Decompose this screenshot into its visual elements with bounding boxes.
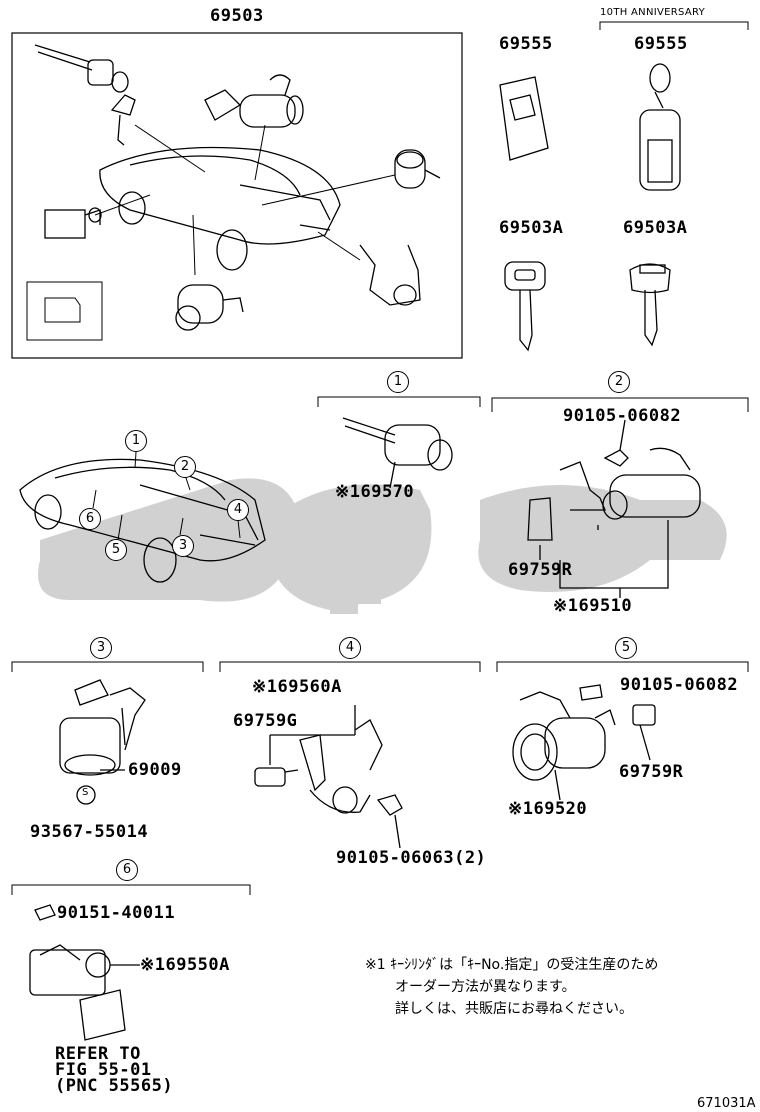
note-line-2: オーダー方法が異なります。 <box>395 979 576 995</box>
part-number-69759G: 69759G <box>233 711 298 731</box>
note-line-3: 詳しくは、共販店にお尋ねください。 <box>395 1001 633 1017</box>
part-number-69503A-a: 69503A <box>499 218 564 238</box>
part-number-69520: ※169520 <box>508 799 588 819</box>
part-number-69759R-a: 69759R <box>508 560 573 580</box>
part-number-69555-b: 69555 <box>634 34 688 54</box>
figure-id: 671031A <box>697 1096 756 1111</box>
part-number-90105-06082-a: 90105-06082 <box>563 406 682 426</box>
refer-line-3: (PNC 55565) <box>55 1076 174 1096</box>
part-number-69503A-b: 69503A <box>623 218 688 238</box>
callout-6-car: 6 <box>79 508 101 530</box>
callout-5-car: 5 <box>105 539 127 561</box>
callout-2-car: 2 <box>174 456 196 478</box>
callout-1-car: 1 <box>125 430 147 452</box>
box-69503 <box>11 32 463 359</box>
box-refer-inset <box>26 281 103 341</box>
part-number-69555-a: 69555 <box>499 34 553 54</box>
part-number-69503: 69503 <box>210 6 264 26</box>
section-6-header: 6 <box>116 859 138 881</box>
part-number-69759R-b: 69759R <box>619 762 684 782</box>
anniversary-label: 10TH ANNIVERSARY <box>600 7 705 18</box>
section-4-header: 4 <box>339 637 361 659</box>
refer-line-1: REFER TO <box>55 1044 141 1064</box>
part-number-69570: ※169570 <box>335 482 415 502</box>
part-number-90105-06082-b: 90105-06082 <box>620 675 739 695</box>
section-5-header: 5 <box>615 637 637 659</box>
section-2-header: 2 <box>608 371 630 393</box>
refer-line-2: FIG 55-01 <box>55 1060 152 1080</box>
part-number-69550A: ※169550A <box>140 955 230 975</box>
section-1-header: 1 <box>387 371 409 393</box>
s-mark: S <box>82 787 89 798</box>
note-line-1: ※1 ｷｰｼﾘﾝﾀﾞは「ｷｰNo.指定」の受注生産のため <box>365 957 659 973</box>
part-number-69510: ※169510 <box>553 596 633 616</box>
callout-3-car: 3 <box>172 535 194 557</box>
section-3-header: 3 <box>90 637 112 659</box>
callout-4-car: 4 <box>227 499 249 521</box>
part-number-69560A: ※169560A <box>252 677 342 697</box>
part-number-93567-55014: 93567-55014 <box>30 822 149 842</box>
part-number-90105-06063: 90105-06063(2) <box>336 848 487 868</box>
part-number-90151-40011: 90151-40011 <box>57 903 176 923</box>
part-number-69009: 69009 <box>128 760 182 780</box>
